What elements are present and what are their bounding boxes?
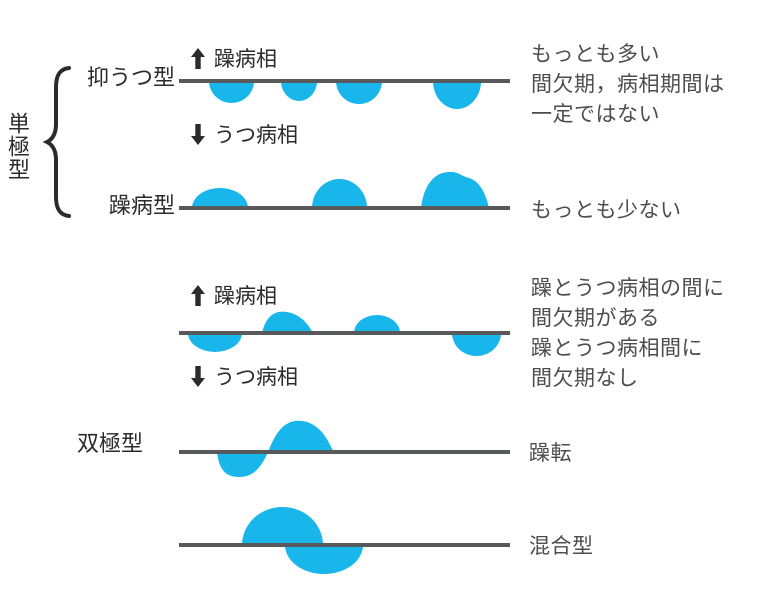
manic-phase-label: 躁病相 bbox=[191, 280, 277, 310]
unipolar-group-label: 単極型 bbox=[5, 112, 30, 181]
unipolar-group-brace bbox=[42, 66, 71, 218]
baseline-mixed-type bbox=[179, 543, 510, 547]
down-arrow-icon bbox=[191, 123, 205, 145]
annotation-least-common: もっとも少ない bbox=[531, 199, 682, 222]
depressive-episode-blob bbox=[281, 81, 317, 101]
depressive-episode-blob bbox=[209, 81, 254, 103]
baseline-depressive-type bbox=[179, 79, 510, 83]
manic-type-label: 躁病型 bbox=[108, 193, 175, 218]
depressive-phase-text: うつ病相 bbox=[214, 366, 298, 389]
baseline-manic-type bbox=[179, 206, 510, 210]
row-manic-type-episodes bbox=[192, 171, 489, 208]
manic-episode-blob bbox=[192, 188, 248, 208]
annotation-line: 一定ではない bbox=[531, 103, 660, 126]
row-bipolar-alternating-episodes bbox=[188, 311, 501, 356]
depressive-episode-blob bbox=[188, 333, 242, 352]
manic-episode-blob bbox=[242, 507, 323, 545]
annotation-line: 躁とうつ病相の間に bbox=[531, 277, 725, 300]
annotation-mixed-type: 混合型 bbox=[529, 535, 594, 558]
annotation-line: 躁とうつ病相間に bbox=[531, 337, 703, 360]
annotation-most-common: もっとも多い 間欠期，病相期間は 一定ではない bbox=[531, 40, 725, 130]
depressive-phase-label: うつ病相 bbox=[191, 119, 298, 149]
annotation-manic-switch: 躁転 bbox=[529, 442, 572, 465]
bipolar-type-label: 双極型 bbox=[77, 431, 144, 456]
manic-phase-label: 躁病相 bbox=[191, 43, 277, 73]
depressive-episode-blob bbox=[433, 81, 481, 109]
annotation-line: もっとも多い bbox=[531, 43, 660, 66]
manic-episode-blob bbox=[312, 179, 367, 208]
row-depressive-type-episodes bbox=[209, 81, 481, 109]
baseline-manic-switch bbox=[179, 450, 510, 454]
down-arrow-icon bbox=[191, 365, 205, 387]
depressive-episode-blob bbox=[285, 545, 363, 574]
manic-phase-text: 躁病相 bbox=[214, 48, 277, 71]
baseline-bipolar bbox=[179, 331, 510, 335]
annotation-line: 間欠期，病相期間は bbox=[531, 73, 725, 96]
depressive-type-label: 抑うつ型 bbox=[86, 65, 175, 90]
row-mixed-type-episodes bbox=[242, 507, 363, 574]
manic-episode-blob bbox=[354, 315, 400, 333]
depressive-episode-blob bbox=[336, 81, 382, 104]
manic-episode-blob bbox=[421, 171, 489, 208]
manic-episode-blob bbox=[262, 311, 313, 333]
depressive-phase-label: うつ病相 bbox=[191, 361, 298, 391]
depressive-episode-blob bbox=[452, 333, 501, 356]
annotation-bipolar-note: 躁とうつ病相の間に 間欠期がある 躁とうつ病相間に 間欠期なし bbox=[531, 274, 725, 394]
up-arrow-icon bbox=[191, 47, 205, 69]
row-manic-switch-episodes bbox=[217, 420, 334, 477]
depressive-phase-text: うつ病相 bbox=[214, 124, 298, 147]
switch-wave-blob bbox=[217, 420, 334, 477]
up-arrow-icon bbox=[191, 284, 205, 306]
annotation-line: 間欠期なし bbox=[531, 367, 639, 390]
manic-phase-text: 躁病相 bbox=[214, 285, 277, 308]
annotation-line: 間欠期がある bbox=[531, 307, 660, 330]
